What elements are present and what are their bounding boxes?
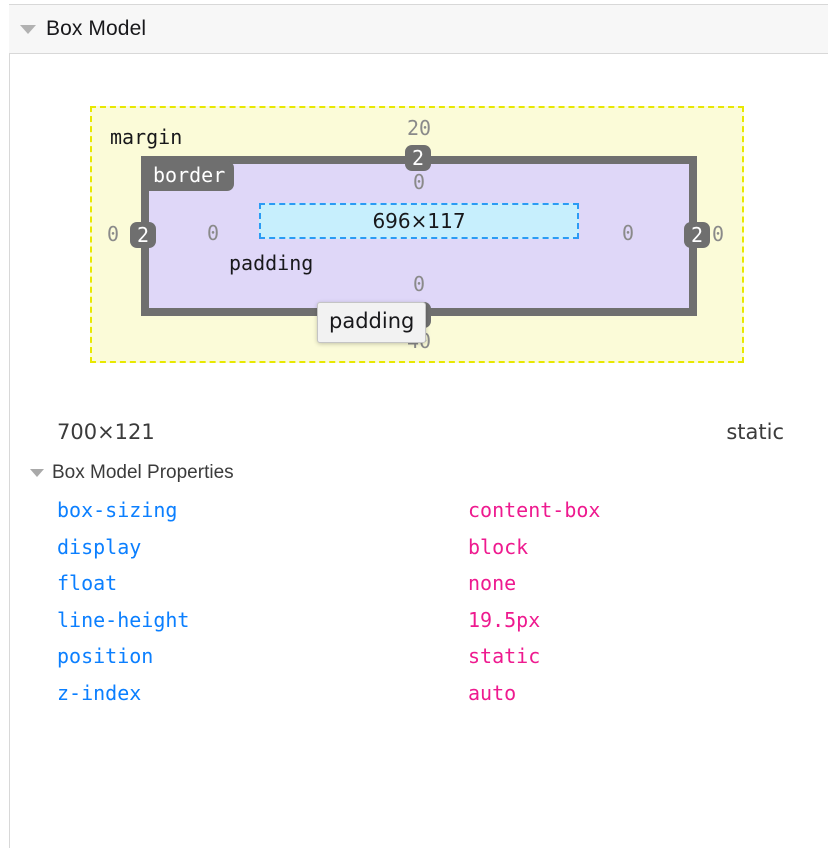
box-model-properties-header[interactable]: Box Model Properties	[30, 462, 234, 484]
box-model-diagram: margin 20 40 0 0 border padding 0 0 0 0	[0, 54, 828, 399]
table-row[interactable]: z-index auto	[0, 681, 828, 718]
box-model-section-header[interactable]: Box Model	[9, 4, 828, 54]
box-model-properties-title: Box Model Properties	[52, 462, 234, 483]
padding-bottom-value[interactable]: 0	[412, 272, 426, 296]
property-value[interactable]: static	[468, 644, 541, 668]
margin-right-value[interactable]: 0	[711, 222, 725, 246]
box-model-summary: 700×121 static	[57, 420, 784, 444]
padding-right-value[interactable]: 0	[621, 221, 635, 245]
triangle-down-icon[interactable]	[20, 24, 36, 34]
border-top-value[interactable]: 2	[405, 145, 431, 171]
border-region-label: border	[147, 161, 235, 191]
panel-left-divider	[9, 54, 10, 848]
border-region[interactable]: border padding 0 0 0 0 696×117	[141, 156, 697, 316]
property-name[interactable]: position	[57, 644, 154, 668]
property-name[interactable]: z-index	[57, 680, 142, 705]
box-model-tooltip: padding	[317, 302, 427, 343]
triangle-down-icon[interactable]	[30, 469, 44, 477]
border-left-value[interactable]: 2	[130, 222, 156, 248]
table-row[interactable]: line-height 19.5px	[0, 608, 828, 645]
property-value[interactable]: auto	[468, 680, 517, 705]
padding-region[interactable]: padding 0 0 0 0 696×117	[149, 164, 689, 308]
table-row[interactable]: box-sizing content-box	[0, 498, 828, 535]
element-size-value: 700×121	[57, 420, 155, 444]
property-name[interactable]: box-sizing	[57, 498, 178, 522]
element-position-value: static	[726, 420, 784, 444]
margin-left-value[interactable]: 0	[106, 222, 120, 246]
property-name[interactable]: line-height	[57, 607, 190, 632]
margin-top-value[interactable]: 20	[406, 116, 432, 140]
padding-left-value[interactable]: 0	[206, 221, 220, 245]
property-value[interactable]: content-box	[468, 498, 601, 522]
page-title: Box Model	[46, 17, 147, 40]
border-right-value[interactable]: 2	[684, 222, 710, 248]
margin-region-label: margin	[110, 125, 183, 149]
table-row[interactable]: float none	[0, 571, 828, 608]
padding-top-value[interactable]: 0	[412, 170, 426, 194]
padding-region-label: padding	[229, 251, 314, 275]
box-model-properties-list: box-sizing content-box display block flo…	[0, 498, 828, 717]
table-row[interactable]: position static	[0, 644, 828, 681]
property-value[interactable]: none	[468, 571, 517, 595]
property-value[interactable]: 19.5px	[468, 607, 541, 632]
property-value[interactable]: block	[468, 534, 529, 559]
content-size-value[interactable]: 696×117	[372, 209, 466, 233]
property-name[interactable]: display	[57, 534, 142, 559]
content-region[interactable]: 696×117	[259, 203, 579, 239]
table-row[interactable]: display block	[0, 535, 828, 572]
property-name[interactable]: float	[57, 571, 118, 595]
